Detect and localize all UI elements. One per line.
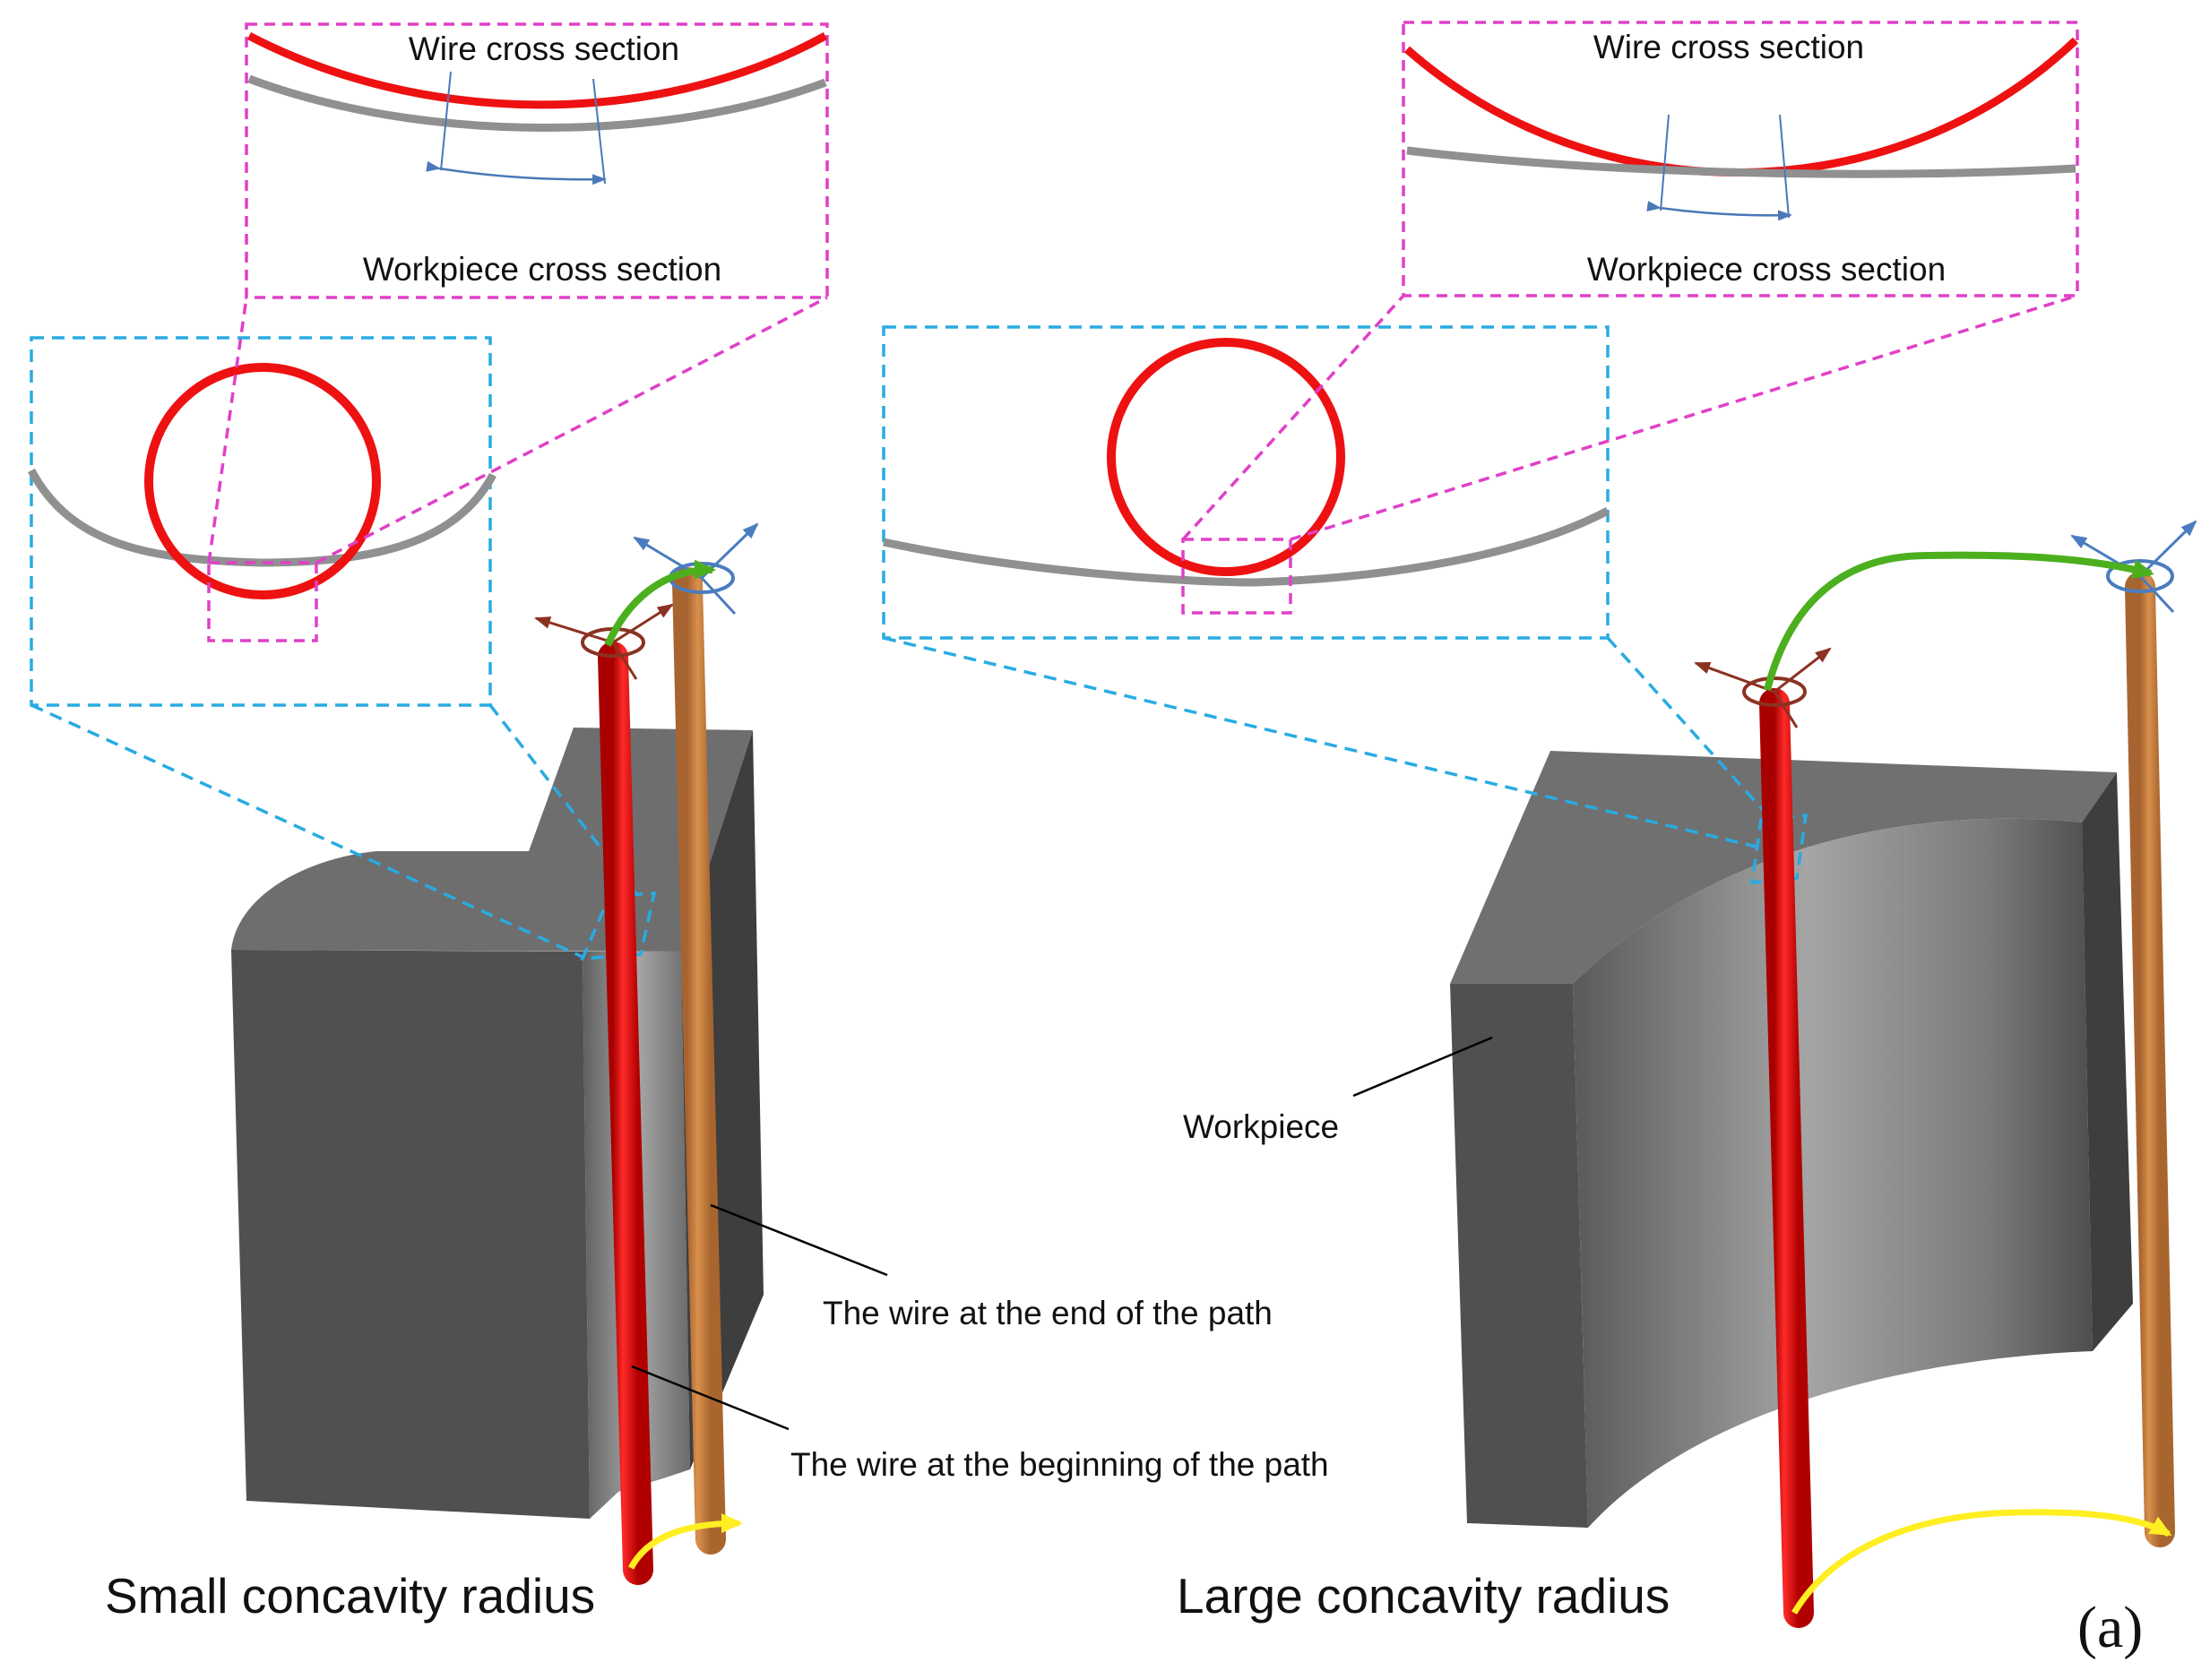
right-workpiece (1450, 751, 2133, 1528)
left-workpiece-arc (28, 468, 496, 567)
left-end-wire-leader (710, 1203, 888, 1277)
left-workpiece-front-face (231, 950, 590, 1519)
left-contact-angle-arrow (426, 160, 607, 185)
panel-tag: (a) (2077, 1595, 2143, 1660)
left-caption: Small concavity radius (105, 1568, 595, 1624)
right-path-arrow-bottom (1791, 1509, 2172, 1615)
right-magenta-detail-box (1402, 21, 2079, 297)
left-cyan-zoom-box (30, 336, 492, 707)
right-start-wire (1694, 647, 1832, 1628)
right-caption: Large concavity radius (1177, 1568, 1670, 1624)
left-panel: Wire cross section Workpiece cross secti… (28, 22, 1329, 1624)
left-detail-workpiece-arc (247, 74, 827, 132)
left-path-arrow-top (604, 559, 716, 647)
right-path-arrow-top (1764, 551, 2154, 691)
right-detail-content: Wire cross section Workpiece cross secti… (1404, 29, 2079, 288)
left-magenta-zoom (207, 22, 829, 642)
right-magenta-marker (1181, 538, 1292, 615)
left-zoom-cross-section (28, 363, 496, 599)
left-begin-wire-label: The wire at the beginning of the path (790, 1446, 1329, 1483)
left-wire-cross-section-label: Wire cross section (409, 30, 679, 67)
left-magenta-detail-box (245, 22, 829, 299)
right-workpiece-cross-section-label: Workpiece cross section (1587, 251, 1946, 288)
left-begin-wire-leader (631, 1365, 790, 1431)
left-detail-content: Wire cross section Workpiece cross secti… (246, 30, 828, 288)
right-cyan-zoom-box (882, 325, 1610, 640)
left-start-wire (534, 603, 674, 1585)
right-workpiece-side-face (2082, 772, 2133, 1351)
left-path-arrow-bottom (627, 1513, 743, 1570)
right-wire-cross-section-label: Wire cross section (1593, 29, 1864, 65)
left-workpiece-cross-section-label: Workpiece cross section (363, 251, 721, 288)
right-wire-circle (1107, 338, 1345, 576)
right-workpiece-arc (883, 507, 1610, 587)
right-magenta-zoom (1181, 21, 2079, 615)
left-end-wire-label: The wire at the end of the path (823, 1295, 1273, 1331)
right-workpiece-end-face (1450, 984, 1588, 1528)
left-cyan-zoom (30, 336, 657, 961)
left-magenta-marker (207, 561, 318, 642)
right-workpiece-top-face (1450, 751, 2117, 984)
right-workpiece-label: Workpiece (1183, 1108, 1339, 1145)
right-workpiece-concave-face (1573, 818, 2093, 1528)
right-panel: Wire cross section Workpiece cross secti… (882, 21, 2197, 1628)
right-detail-workpiece-arc (1406, 146, 2076, 178)
left-wire-circle (144, 363, 381, 599)
left-detail-wire-arc (246, 32, 828, 109)
right-workpiece-leader (1352, 1036, 1493, 1098)
right-contact-angle-arrow (1646, 201, 1792, 221)
right-zoom-cross-section (883, 338, 1610, 587)
left-workpiece-top-face (231, 728, 753, 952)
left-cyan-marker (580, 892, 657, 961)
